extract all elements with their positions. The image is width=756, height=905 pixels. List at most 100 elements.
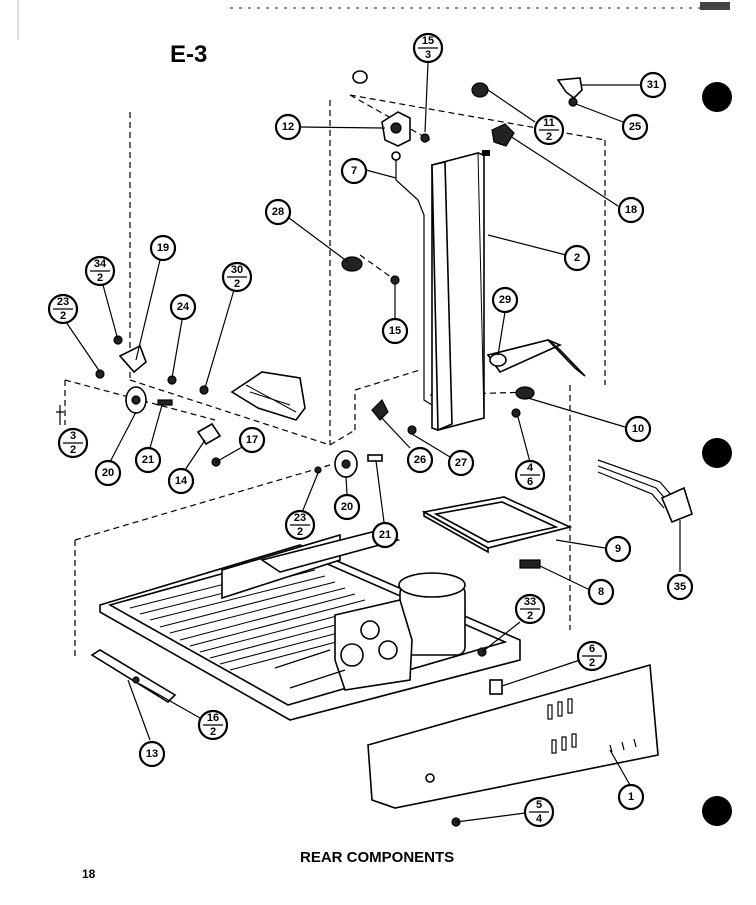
callout-28: 28 xyxy=(264,198,292,226)
part-side-bracket-13 xyxy=(90,649,177,704)
part-bracket-12 xyxy=(381,111,411,147)
callouts: 1 2 7 8 9 10 12 13 14 15 17 18 19 20 20 … xyxy=(94,71,694,811)
svg-text:2: 2 xyxy=(97,272,103,284)
svg-text:35: 35 xyxy=(674,581,686,593)
svg-text:29: 29 xyxy=(499,294,511,306)
svg-text:5: 5 xyxy=(536,799,542,811)
fraction-callouts: 153 112 342 302 232 232 32 46 332 62 162… xyxy=(47,32,608,828)
callout-1: 1 xyxy=(617,783,645,811)
svg-text:21: 21 xyxy=(142,454,154,466)
svg-text:4: 4 xyxy=(536,813,543,825)
part-grommet xyxy=(515,386,535,400)
part-clip-26 xyxy=(371,398,389,421)
callout-13: 13 xyxy=(138,740,166,768)
part-power-cord xyxy=(597,459,693,524)
part-clip-6-2 xyxy=(489,679,503,695)
callout-15: 15 xyxy=(381,317,409,345)
callout-20-center: 20 xyxy=(333,493,361,521)
callout-14: 14 xyxy=(167,467,195,495)
svg-text:6: 6 xyxy=(527,476,533,488)
callout-7: 7 xyxy=(340,157,368,185)
diagram-caption: REAR COMPONENTS xyxy=(300,849,454,866)
part-rear-access-panel xyxy=(367,663,659,809)
callout-34-2: 342 xyxy=(84,255,116,287)
svg-text:18: 18 xyxy=(625,204,637,216)
svg-text:2: 2 xyxy=(70,444,76,456)
svg-text:27: 27 xyxy=(455,457,467,469)
part-screw-4-6 xyxy=(511,408,521,418)
part-fitting-31 xyxy=(556,77,583,100)
part-pad-8 xyxy=(519,559,541,569)
svg-text:2: 2 xyxy=(297,526,303,538)
part-nut-30-2 xyxy=(199,385,209,395)
callout-8: 8 xyxy=(587,578,615,606)
callout-20-left: 20 xyxy=(94,459,122,487)
callout-18: 18 xyxy=(617,196,645,224)
callout-27: 27 xyxy=(447,449,475,477)
svg-text:8: 8 xyxy=(598,586,604,598)
part-screw-15 xyxy=(390,275,400,285)
svg-text:15: 15 xyxy=(422,35,434,47)
svg-text:20: 20 xyxy=(341,501,353,513)
svg-text:23: 23 xyxy=(57,296,69,308)
callout-21-left: 21 xyxy=(134,446,162,474)
callout-35: 35 xyxy=(666,573,694,601)
svg-text:28: 28 xyxy=(272,206,284,218)
svg-text:34: 34 xyxy=(94,258,107,270)
part-screw-25 xyxy=(568,97,578,107)
svg-text:9: 9 xyxy=(615,543,621,555)
binder-hole-top xyxy=(702,82,732,112)
callout-16-2: 162 xyxy=(197,709,229,741)
svg-text:24: 24 xyxy=(177,301,190,313)
svg-text:6: 6 xyxy=(589,643,595,655)
part-fan-shroud xyxy=(230,371,306,421)
page-number: 18 xyxy=(82,867,96,881)
callout-6-2: 62 xyxy=(576,640,608,672)
part-cap-top xyxy=(352,70,368,84)
svg-text:23: 23 xyxy=(294,512,306,524)
svg-text:11: 11 xyxy=(543,117,555,129)
svg-text:2: 2 xyxy=(234,278,240,290)
part-clip-18 xyxy=(491,123,515,147)
part-clip-28 xyxy=(341,256,363,272)
part-screw-23-2-left xyxy=(95,369,105,379)
callout-3-2: 32 xyxy=(57,427,89,459)
callout-31: 31 xyxy=(639,71,667,99)
svg-text:2: 2 xyxy=(574,252,580,264)
callout-29: 29 xyxy=(491,286,519,314)
callout-5-4: 54 xyxy=(523,796,555,828)
callout-4-6: 46 xyxy=(514,459,546,491)
leader-lines xyxy=(65,61,681,823)
callout-9: 9 xyxy=(604,535,632,563)
callout-24: 24 xyxy=(169,293,197,321)
svg-text:3: 3 xyxy=(70,430,76,442)
callout-23-2-center: 232 xyxy=(284,509,316,541)
svg-text:12: 12 xyxy=(282,121,294,133)
callout-15-3: 153 xyxy=(412,32,444,64)
part-base-condenser xyxy=(99,529,521,721)
svg-text:1: 1 xyxy=(628,791,634,803)
part-screw-16-2 xyxy=(132,676,140,684)
callout-33-2: 332 xyxy=(514,593,546,625)
svg-text:30: 30 xyxy=(231,264,243,276)
svg-text:26: 26 xyxy=(414,454,426,466)
callout-12: 12 xyxy=(274,113,302,141)
svg-text:25: 25 xyxy=(629,121,641,133)
part-drain-tube xyxy=(391,151,433,406)
svg-text:17: 17 xyxy=(246,434,258,446)
callout-11-2: 112 xyxy=(533,114,565,146)
part-rear-duct xyxy=(431,150,490,432)
svg-text:31: 31 xyxy=(647,79,659,91)
svg-text:7: 7 xyxy=(351,165,357,177)
part-air-flap xyxy=(486,339,586,377)
assembly-guide-lines xyxy=(64,94,606,660)
callout-2: 2 xyxy=(563,244,591,272)
callout-21-center: 21 xyxy=(371,521,399,549)
part-drain-pan xyxy=(421,496,573,554)
part-grommet-11 xyxy=(471,82,489,98)
binder-hole-middle xyxy=(702,438,732,468)
callout-23-2-left: 232 xyxy=(47,293,79,325)
svg-text:33: 33 xyxy=(524,596,536,608)
callout-17: 17 xyxy=(238,426,266,454)
